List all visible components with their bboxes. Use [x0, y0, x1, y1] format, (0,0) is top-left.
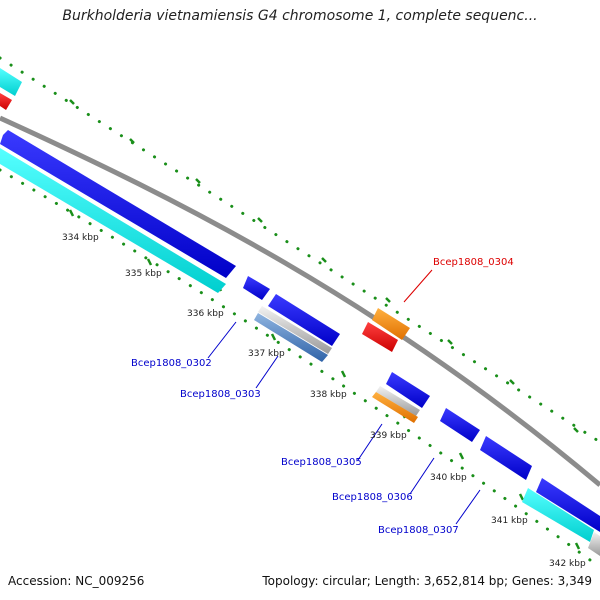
- gene-label-0303[interactable]: Bcep1808_0303: [180, 389, 261, 400]
- tick-label-342: 342 kbp: [549, 559, 586, 569]
- tick-label-340: 340 kbp: [430, 473, 467, 483]
- gene-grey-b[interactable]: [376, 386, 420, 416]
- accession-text: Accession: NC_009256: [8, 574, 145, 588]
- callout-lines: [207, 269, 481, 525]
- inner-tick-track: [0, 168, 592, 562]
- gene-cyan-br[interactable]: [522, 488, 594, 542]
- tick-label-341: 341 kbp: [491, 516, 528, 526]
- gene-label-0304[interactable]: Bcep1808_0304: [433, 257, 514, 268]
- gene-orange-b[interactable]: [372, 392, 418, 423]
- gene-cyan-top[interactable]: [0, 68, 22, 96]
- gene-grey-a[interactable]: [258, 306, 332, 354]
- tick-label-336: 336 kbp: [187, 309, 224, 319]
- gene-red-mid[interactable]: [362, 322, 398, 352]
- gene-label-0302[interactable]: Bcep1808_0302: [131, 358, 212, 369]
- gene-blue-br[interactable]: [536, 478, 600, 532]
- outer-tick-track: [0, 56, 600, 444]
- gene-0303[interactable]: [268, 294, 340, 346]
- tick-label-335: 335 kbp: [125, 269, 162, 279]
- outer-major-ticks: [69, 99, 579, 433]
- tick-label-337: 337 kbp: [248, 349, 285, 359]
- gene-cyan-long[interactable]: [0, 148, 226, 293]
- gene-0305[interactable]: [386, 372, 430, 408]
- gene-0307[interactable]: [480, 436, 532, 480]
- tick-label-338: 338 kbp: [310, 390, 347, 400]
- gene-0306[interactable]: [440, 408, 480, 442]
- gene-blue-long[interactable]: [0, 130, 236, 278]
- gene-0302[interactable]: [243, 276, 270, 300]
- gene-label-0306[interactable]: Bcep1808_0306: [332, 492, 413, 503]
- tick-label-339: 339 kbp: [370, 431, 407, 441]
- gene-grey-br[interactable]: [588, 532, 600, 556]
- gene-0304[interactable]: [372, 308, 410, 340]
- gene-label-0307[interactable]: Bcep1808_0307: [378, 525, 459, 536]
- gene-label-0305[interactable]: Bcep1808_0305: [281, 457, 362, 468]
- map-title: Burkholderia vietnamiensis G4 chromosome…: [62, 8, 538, 24]
- gene-steel[interactable]: [254, 313, 328, 362]
- gene-red-top[interactable]: [0, 93, 12, 110]
- genome-summary-text: Topology: circular; Length: 3,652,814 bp…: [262, 574, 592, 588]
- tick-label-334: 334 kbp: [62, 233, 99, 243]
- chromosome-backbone: [0, 115, 600, 487]
